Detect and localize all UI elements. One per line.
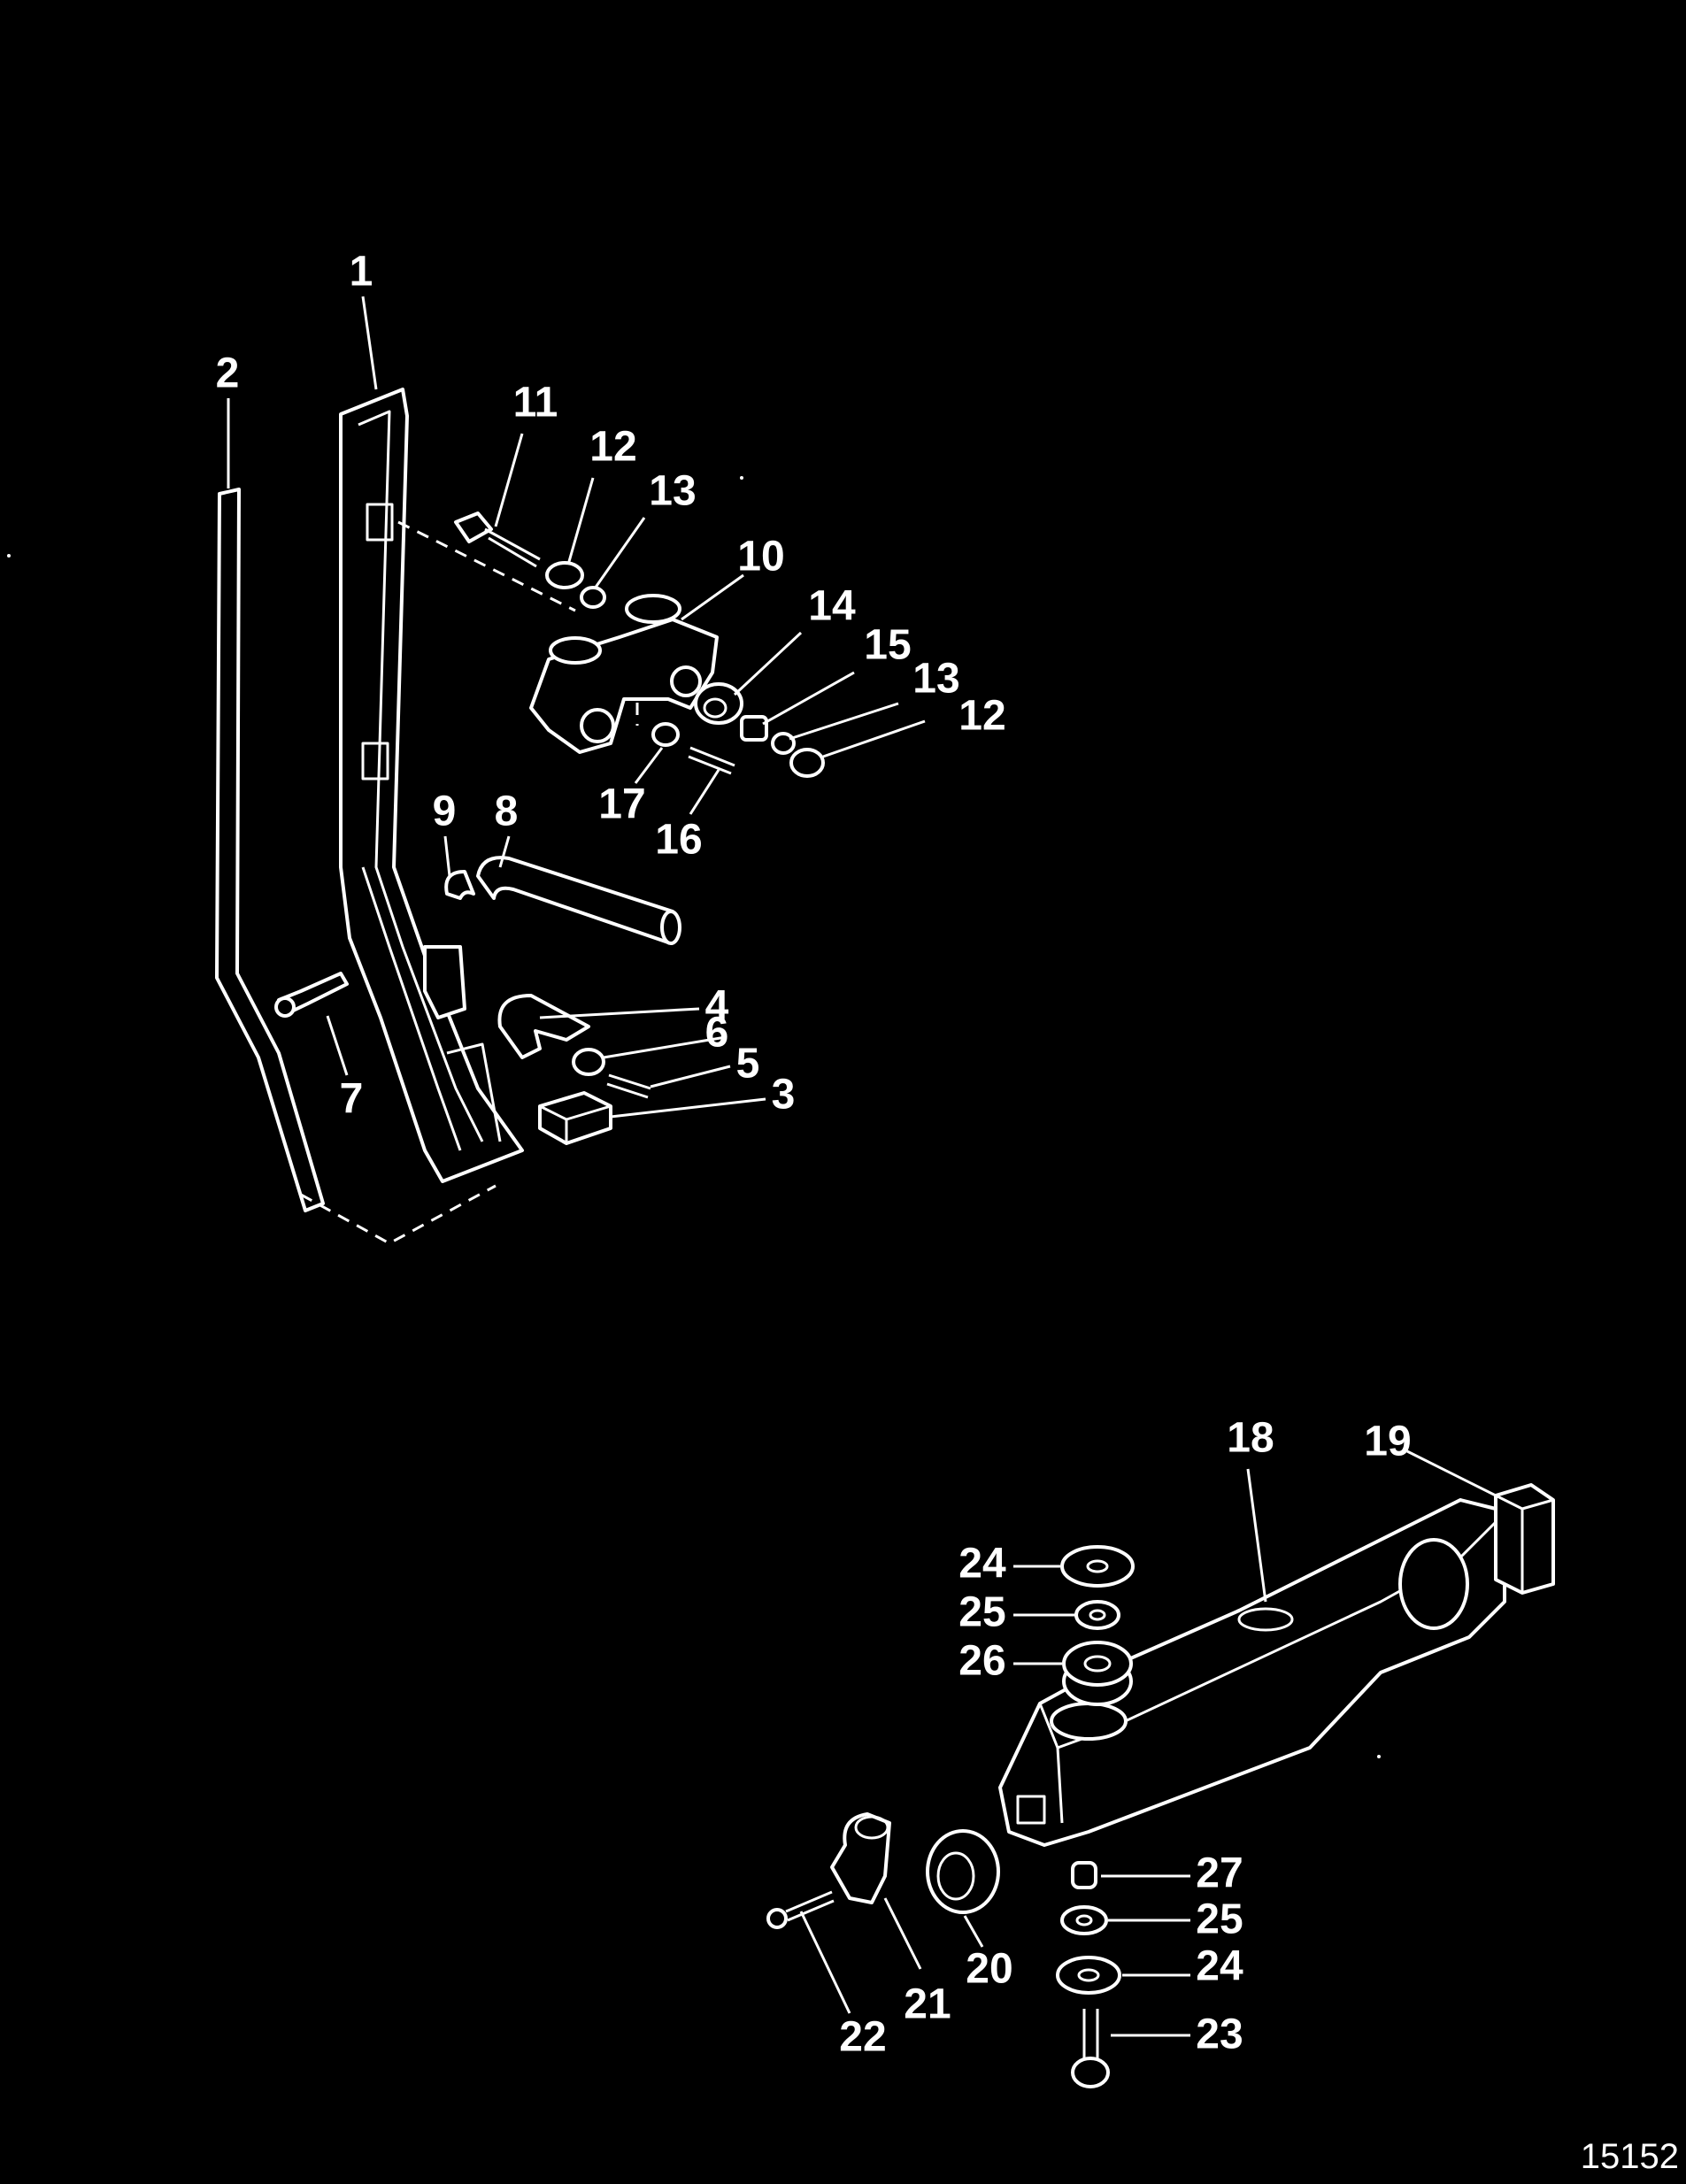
callout-26: 26 — [958, 1638, 1005, 1685]
part-15-sleeve — [740, 715, 768, 742]
part-20-bushing — [926, 1829, 1000, 1914]
part-12-washer-lower — [789, 748, 825, 778]
part-24-washer-top — [1060, 1545, 1135, 1588]
part-19-pad — [1494, 1483, 1555, 1595]
speck — [1377, 1755, 1381, 1758]
callout-27: 27 — [1196, 1850, 1243, 1897]
alignment-line-bottom — [300, 1184, 497, 1245]
part-13-spacer-upper — [580, 586, 606, 609]
part-7-fitting — [274, 972, 349, 1018]
callout-9: 9 — [433, 788, 457, 835]
callout-18: 18 — [1227, 1415, 1274, 1462]
callout-8: 8 — [495, 788, 519, 835]
callout-25a: 25 — [958, 1589, 1005, 1636]
part-2-curved-strip — [215, 488, 325, 1212]
callout-25b: 25 — [1196, 1896, 1243, 1943]
callout-16: 16 — [655, 817, 702, 864]
part-25-washer-bottom — [1060, 1905, 1108, 1935]
part-13-spacer-lower — [771, 732, 796, 755]
part-18-arm — [998, 1498, 1506, 1847]
callout-3: 3 — [772, 1072, 796, 1119]
callout-13b: 13 — [912, 656, 959, 703]
callout-13a: 13 — [649, 468, 696, 515]
callout-7: 7 — [340, 1076, 364, 1123]
speck — [7, 554, 11, 558]
part-6-washer — [572, 1048, 605, 1076]
callout-10: 10 — [737, 534, 784, 581]
part-5-screw — [606, 1073, 651, 1099]
part-22-screw — [766, 1890, 835, 1929]
part-10-bracket-casting — [529, 594, 719, 754]
callout-21: 21 — [904, 1981, 951, 2028]
callout-5: 5 — [736, 1041, 760, 1088]
callout-12a: 12 — [589, 424, 636, 471]
callout-23: 23 — [1196, 2011, 1243, 2058]
part-27-spacer — [1071, 1861, 1097, 1889]
part-25-washer-top — [1074, 1600, 1120, 1630]
callout-17: 17 — [598, 781, 645, 828]
part-12-washer-upper — [545, 561, 584, 589]
callout-1: 1 — [350, 249, 373, 296]
part-26-bushing — [1062, 1641, 1133, 1706]
leader-lines — [227, 296, 1497, 2037]
callout-22: 22 — [839, 2014, 886, 2061]
part-21-clamp — [830, 1812, 891, 1904]
figure-id: 15152 — [1580, 2137, 1679, 2176]
callout-15: 15 — [864, 622, 911, 669]
part-17-washer — [651, 722, 680, 747]
part-4-clamp — [497, 994, 590, 1059]
part-9-clip — [444, 870, 475, 900]
callout-11: 11 — [513, 380, 558, 427]
callout-12b: 12 — [958, 693, 1005, 740]
callout-20: 20 — [966, 1946, 1012, 1993]
alignment-line-top — [397, 520, 576, 612]
part-16-screw — [688, 746, 735, 775]
part-11-bolt — [454, 511, 541, 568]
part-8-tube — [476, 856, 681, 945]
callout-6: 6 — [705, 1010, 729, 1057]
callout-19: 19 — [1364, 1419, 1411, 1465]
callout-4: 4 — [705, 983, 729, 1030]
part-24-washer-bottom — [1056, 1956, 1121, 1995]
part-14-bushing — [694, 682, 743, 725]
part-23-bolt — [1071, 2009, 1110, 2088]
callout-14: 14 — [808, 583, 856, 630]
callout-24b: 24 — [1196, 1943, 1243, 1990]
callout-24a: 24 — [958, 1541, 1006, 1588]
callout-2: 2 — [216, 350, 240, 397]
part-1-bracket-rail — [339, 388, 524, 1183]
callout-labels: 1 2 3 4 5 6 7 8 9 10 11 12 13 14 15 13 1… — [216, 249, 1412, 2061]
speck — [740, 476, 743, 480]
part-3-block — [538, 1091, 612, 1145]
